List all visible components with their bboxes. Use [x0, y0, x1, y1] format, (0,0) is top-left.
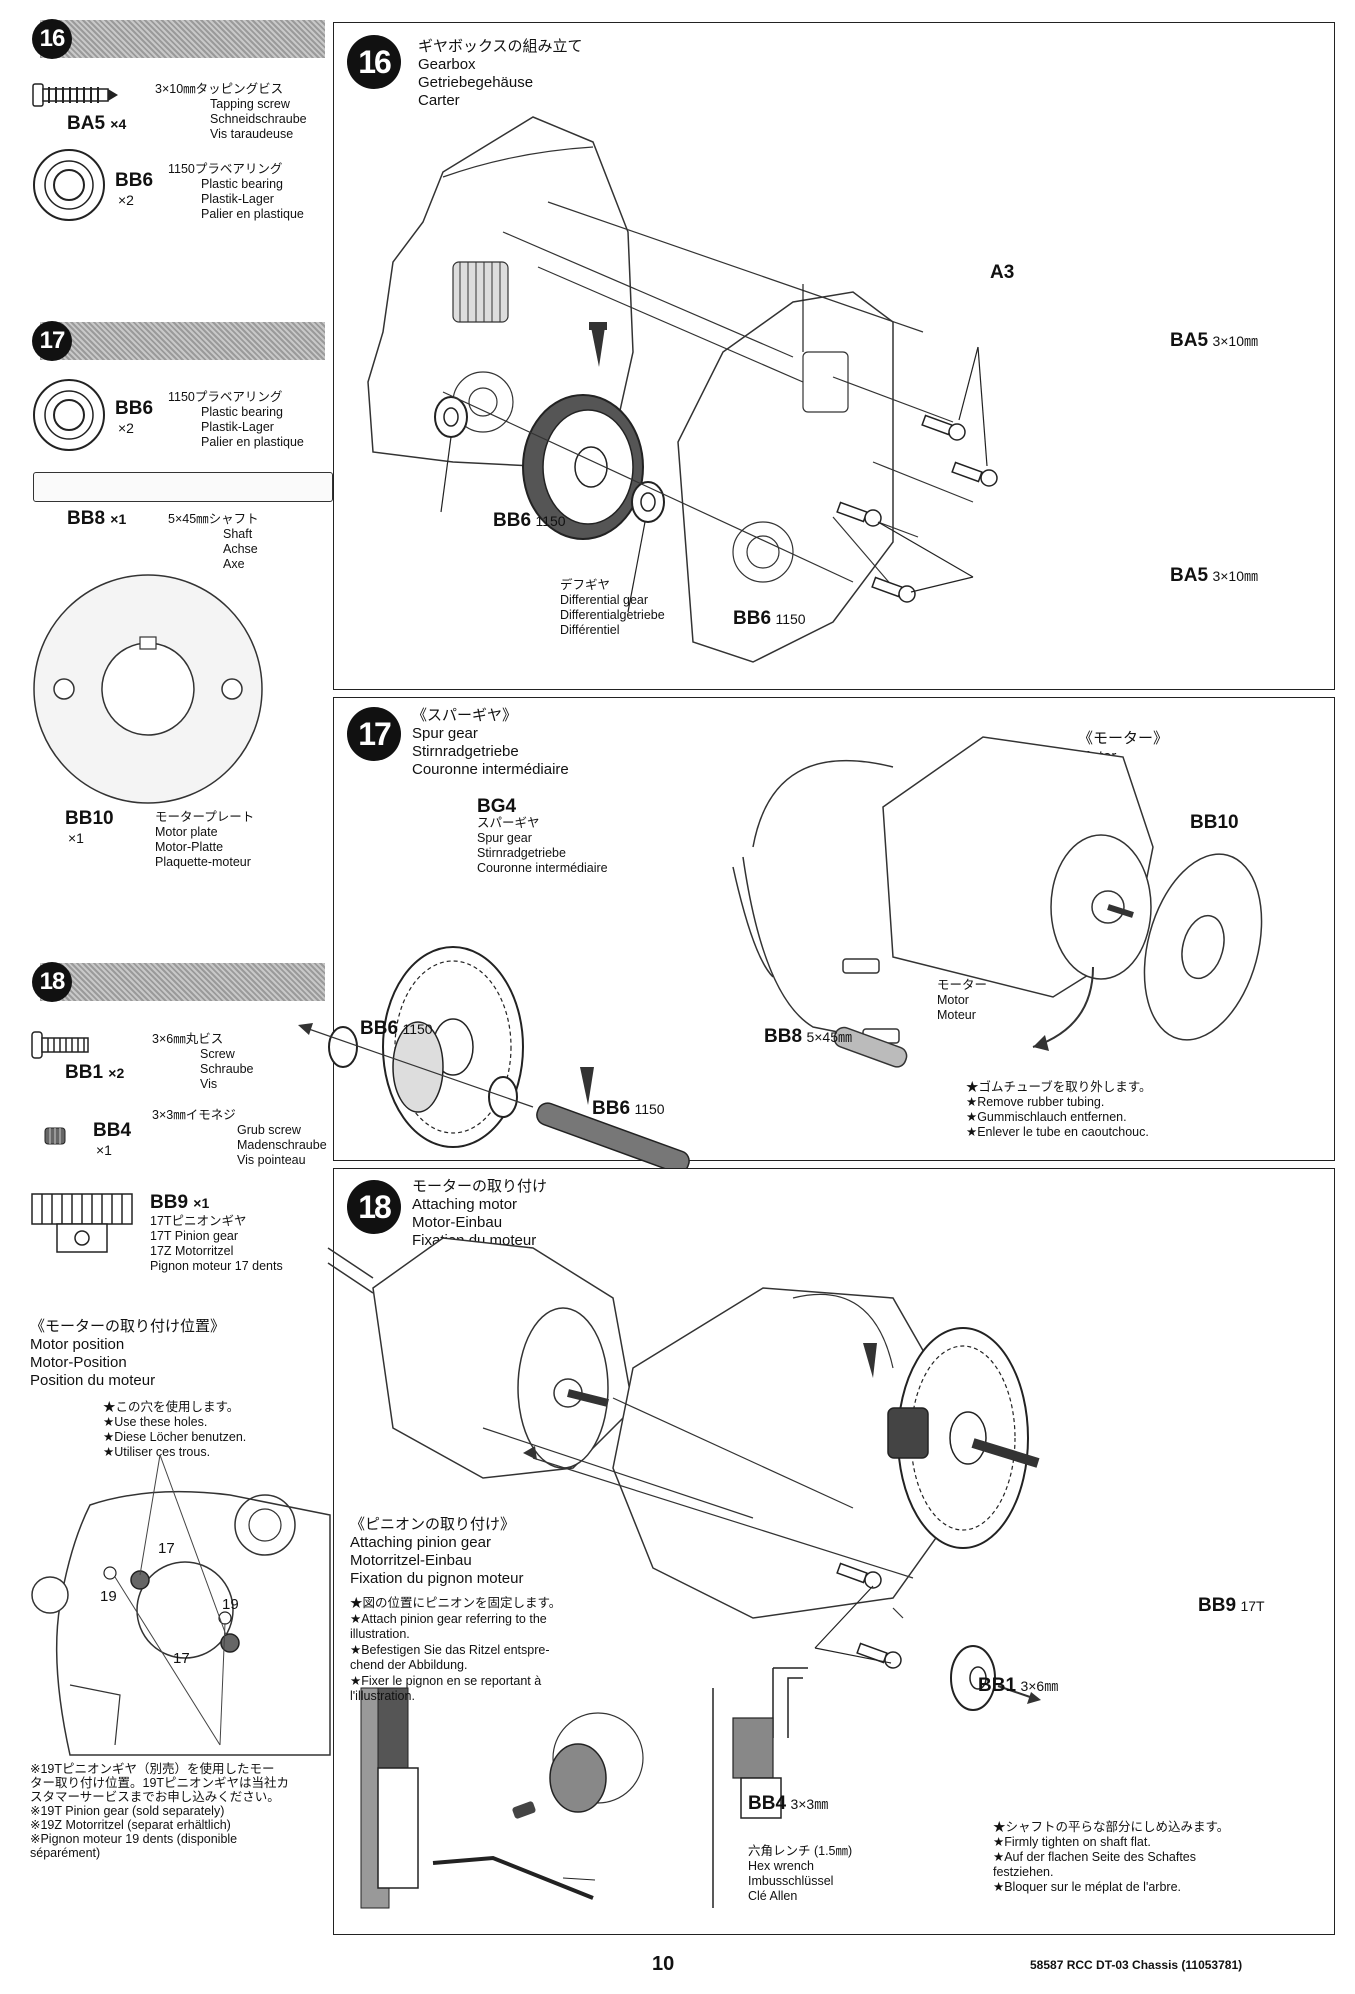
step-16-title: ギヤボックスの組み立て Gearbox Getriebegehäuse Cart…: [418, 38, 583, 109]
step-18-title: モーターの取り付け Attaching motor Motor-Einbau F…: [412, 1178, 548, 1249]
bb4-panel-label: BB4 3×3㎜: [748, 1793, 829, 1814]
step-17-number: 17: [347, 707, 401, 761]
shaft-flat-notes: ★シャフトの平らな部分にしめ込みます。 ★Firmly tighten on s…: [993, 1820, 1230, 1894]
spur-gear-motor-diagram: [298, 736, 1263, 1174]
motor-position-diagram: [31, 1454, 331, 1756]
bb10-code: BB10: [65, 808, 114, 829]
bb10-description: モータープレート Motor plate Motor-Platte Plaque…: [155, 810, 255, 869]
step-16-parts-bar: [40, 20, 325, 58]
bb8-description: 5×45㎜シャフト Shaft Achse Axe: [168, 512, 259, 571]
bb9-panel-label: BB9 17T: [1198, 1595, 1265, 1616]
grub-screw-icon: [44, 1127, 66, 1145]
motor-plate-illustration: [33, 574, 263, 804]
motor-label: モーター Motor Moteur: [937, 978, 988, 1022]
bb4-qty: ×1: [96, 1142, 112, 1158]
bb6-right-label: BB6 1150: [733, 608, 806, 629]
bb6-qty-step17: ×2: [118, 420, 134, 436]
a3-label: A3: [990, 262, 1015, 283]
bb1-code: BB1 ×2: [65, 1062, 125, 1083]
step-17-parts-bar: [40, 322, 325, 360]
hole-label-17-lower: 17: [173, 1650, 190, 1667]
bb9-description: 17Tピニオンギヤ 17T Pinion gear 17Z Motorritze…: [150, 1214, 283, 1273]
step-16-parts-number: 16: [32, 19, 72, 59]
bb8-code: BB8 ×1: [67, 508, 127, 529]
motor-position-title: 《モーターの取り付け位置》 Motor position Motor-Posit…: [30, 1318, 226, 1389]
bb6-left-label: BB6 1150: [493, 510, 566, 531]
step-18-number: 18: [347, 1180, 401, 1234]
bb6-description-step16: 1150プラベアリング Plastic bearing Plastik-Lage…: [168, 162, 304, 221]
bb4-code: BB4: [93, 1120, 132, 1141]
screw-icon: [31, 1031, 89, 1059]
bb6-a-label: BB6 1150: [360, 1018, 433, 1039]
ba5-top-label: BA5 3×10㎜: [1170, 330, 1259, 351]
shaft-illustration: [33, 472, 333, 502]
bb6-b-label: BB6 1150: [592, 1098, 665, 1119]
step-17-title: 《スパーギヤ》 Spur gear Stirnradgetriebe Couro…: [412, 707, 569, 778]
motor-position-notes: ★この穴を使用します。 ★Use these holes. ★Diese Löc…: [103, 1400, 247, 1459]
plastic-bearing-icon: [33, 149, 105, 221]
motor-position-footnotes: ※19Tピニオンギヤ（別売）を使用したモー ター取り付け位置。19Tピニオンギヤ…: [30, 1762, 290, 1860]
motor-installation-diagram: [327, 1237, 1041, 1909]
gearbox-exploded-diagram: [367, 116, 998, 663]
bb6-qty-step16: ×2: [118, 192, 134, 208]
step-18-parts-number: 18: [32, 962, 72, 1002]
model-footer: 58587 RCC DT-03 Chassis (11053781): [1030, 1958, 1243, 1972]
bb6-description-step17: 1150プラベアリング Plastic bearing Plastik-Lage…: [168, 390, 304, 449]
tapping-screw-icon: [32, 83, 118, 107]
bb8-panel-label: BB8 5×45㎜: [764, 1026, 853, 1047]
pinion-title: 《ピニオンの取り付け》 Attaching pinion gear Motorr…: [350, 1516, 524, 1587]
bb9-code: BB9 ×1: [150, 1192, 210, 1213]
bb6-code-step17: BB6: [115, 398, 154, 419]
hole-label-17-upper: 17: [158, 1540, 175, 1557]
ba5-description: 3×10㎜タッピングビス Tapping screw Schneidschrau…: [155, 82, 307, 141]
pinion-gear-icon: [31, 1193, 133, 1253]
page-number: 10: [652, 1953, 675, 1975]
rubber-tube-notes: ★ゴムチューブを取り外します。 ★Remove rubber tubing. ★…: [966, 1080, 1152, 1139]
bb10-panel-label: BB10: [1190, 812, 1239, 833]
ba5-bottom-label: BA5 3×10㎜: [1170, 565, 1259, 586]
step-18-parts-bar: [40, 963, 325, 1001]
hole-label-19-right: 19: [222, 1596, 239, 1613]
bg4-description: スパーギヤ Spur gear Stirnradgetriebe Couronn…: [477, 816, 608, 875]
step-16-number: 16: [347, 35, 401, 89]
bb6-code-step16: BB6: [115, 170, 154, 191]
plastic-bearing-icon: [33, 379, 105, 451]
bb4-description: 3×3㎜イモネジ Grub screw Madenschraube Vis po…: [152, 1108, 327, 1167]
pinion-notes: ★図の位置にピニオンを固定します。 ★Attach pinion gear re…: [350, 1596, 562, 1703]
bb10-qty: ×1: [68, 830, 84, 846]
bg4-code: BG4: [477, 796, 517, 817]
bb1-description: 3×6㎜丸ビス Screw Schraube Vis: [152, 1032, 254, 1091]
ba5-code: BA5 ×4: [67, 113, 127, 134]
step-17-parts-number: 17: [32, 321, 72, 361]
bb1-panel-label: BB1 3×6㎜: [978, 1675, 1059, 1696]
differential-gear-label: デフギヤ Differential gear Differentialgetri…: [560, 578, 665, 637]
hole-label-19-left: 19: [100, 1588, 117, 1605]
hex-wrench-label: 六角レンチ (1.5㎜) Hex wrench Imbusschlüssel C…: [748, 1844, 853, 1903]
